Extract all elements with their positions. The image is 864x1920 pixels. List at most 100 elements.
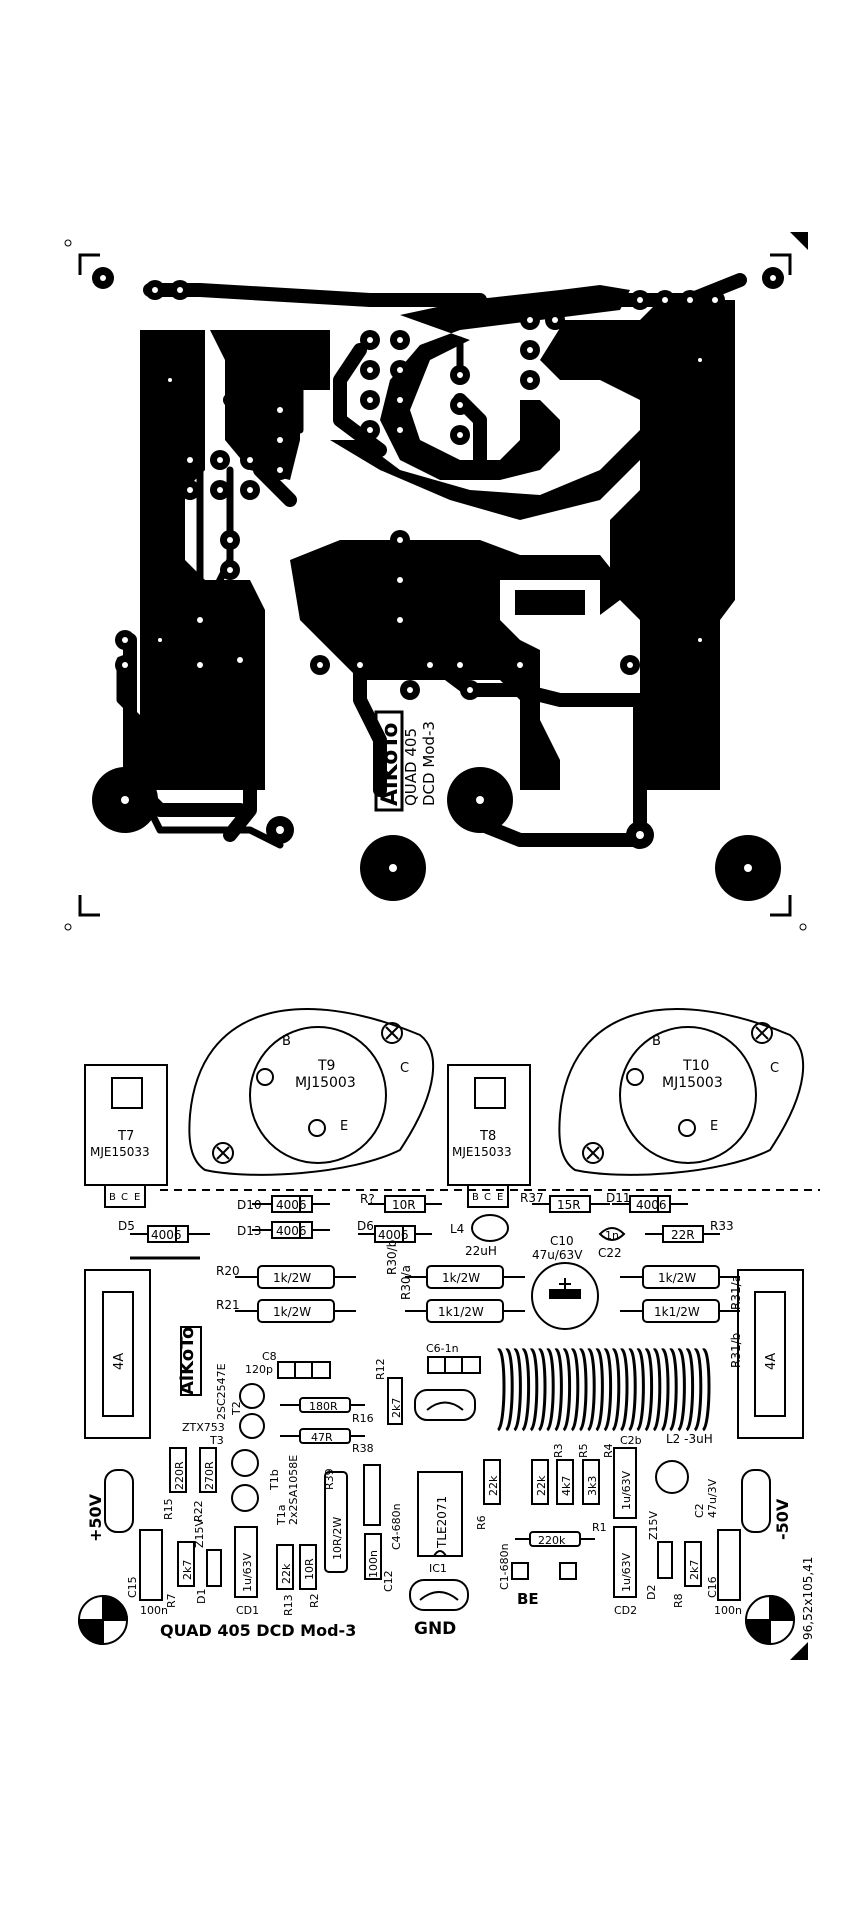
- zt-part: ZTX753: [182, 1421, 225, 1434]
- r7b-val: 2k7: [181, 1560, 194, 1580]
- r16-ref: R16: [352, 1412, 374, 1425]
- transistor-t8: [447, 1064, 531, 1208]
- r16-val: 180R: [309, 1400, 338, 1413]
- c15-val: 100n: [140, 1604, 168, 1617]
- c2b-ref: C2b: [620, 1434, 642, 1447]
- t10-c-label: C: [770, 1061, 779, 1076]
- d2-ref: D2: [645, 1585, 658, 1600]
- t9-b-label: B: [282, 1034, 291, 1049]
- r33-val: 22R: [671, 1228, 695, 1242]
- r20-ref: R20: [216, 1264, 240, 1278]
- transistor-t10: [558, 1008, 805, 1176]
- l2-ref: L2 -3uH: [666, 1432, 713, 1446]
- r13-val: 22k: [280, 1563, 293, 1584]
- t1b-ref: T1b: [268, 1469, 281, 1491]
- c10-val: 47u/63V: [532, 1248, 583, 1262]
- r15-ref: R15: [162, 1498, 175, 1520]
- t9-e-label: E: [340, 1119, 348, 1134]
- r4-ref: R4: [602, 1443, 615, 1458]
- t7-pin-c: C: [121, 1192, 128, 1203]
- r13-ref: R13: [282, 1594, 295, 1616]
- t10-name: T10: [682, 1058, 709, 1074]
- minus50-label: -50V: [773, 1498, 792, 1540]
- r5-ref: R5: [577, 1443, 590, 1458]
- r31a-val: 1k/2W: [658, 1271, 696, 1285]
- r39-val: 10R/2W: [331, 1517, 344, 1560]
- r3-ref: R3: [552, 1443, 565, 1458]
- t10-part: MJ15003: [662, 1075, 723, 1091]
- c8-ref: C8: [262, 1350, 277, 1363]
- silkscreen-layer: [77, 1008, 820, 1660]
- r8-val: 2k7: [688, 1560, 701, 1580]
- c15-ref: C15: [126, 1576, 139, 1598]
- r31b-val: 1k1/2W: [654, 1305, 700, 1319]
- r30b-ref: R30/b: [385, 1240, 399, 1275]
- c2b-val: 1u/63V: [620, 1470, 633, 1510]
- r12-val: 2k7: [390, 1398, 403, 1418]
- t10-e-label: E: [710, 1119, 718, 1134]
- c8-val: 120p: [245, 1363, 273, 1376]
- d5-val: 4006: [151, 1228, 182, 1242]
- c1-ref: C1-680n: [498, 1543, 511, 1590]
- d11-ref: D11: [606, 1191, 631, 1205]
- t8-pin-e: E: [497, 1192, 503, 1203]
- r6-ref: R6: [475, 1515, 488, 1530]
- r2-ref: R2: [308, 1593, 321, 1608]
- r30b-val: 1k1/2W: [438, 1305, 484, 1319]
- t1a-ref: T1a: [275, 1505, 288, 1526]
- z1-ref: Z15V: [193, 1518, 206, 1548]
- r5-val: 4k7: [560, 1476, 573, 1496]
- transistor-t9: [188, 1008, 435, 1176]
- r22-val: 270R: [203, 1461, 216, 1490]
- r38-ref: R38: [352, 1442, 374, 1455]
- r21-ref: R21: [216, 1298, 240, 1312]
- r37-val: 15R: [557, 1198, 581, 1212]
- r30a-val: 1k/2W: [442, 1271, 480, 1285]
- r33-ref: R33: [710, 1219, 734, 1233]
- t1-part: 2x2SA1058E: [287, 1455, 300, 1525]
- copper-product-label: QUAD 405: [402, 728, 420, 806]
- r31a-ref: R31/a: [729, 1275, 743, 1310]
- t8-name: T8: [479, 1129, 496, 1144]
- r7-val: 10R: [392, 1198, 416, 1212]
- c16-ref: C16: [706, 1576, 719, 1598]
- c2-val: 47u/3V: [706, 1478, 719, 1518]
- d10-val: 4006: [276, 1198, 307, 1212]
- d5-ref: D5: [118, 1219, 135, 1233]
- c16-val: 100n: [714, 1604, 742, 1617]
- c6-ref: C6-1n: [426, 1342, 459, 1355]
- copper-layer: AlKoTo QUAD 405 DCD Mod-3: [64, 232, 808, 931]
- r12-ref: R12: [374, 1358, 387, 1380]
- z2-ref: Z15V: [647, 1510, 660, 1540]
- c22-ref: C22: [598, 1246, 622, 1260]
- r2-val: 10R: [303, 1558, 316, 1580]
- fuse-2-label: 4A: [764, 1353, 779, 1370]
- t7-part: MJE15033: [90, 1145, 150, 1159]
- d11-val: 4006: [636, 1198, 667, 1212]
- cd1-val: 1u/63V: [241, 1552, 254, 1592]
- be-label: BE: [517, 1590, 539, 1608]
- r8-ref: R8: [672, 1593, 685, 1608]
- cd2-val: 1u/63V: [620, 1552, 633, 1592]
- t9-c-label: C: [400, 1061, 409, 1076]
- r30a-ref: R30/a: [399, 1265, 413, 1300]
- r38-val: 47R: [311, 1431, 333, 1444]
- silk-logo: AlKoTo: [177, 1327, 198, 1395]
- cd1-ref: CD1: [236, 1604, 259, 1617]
- r15-val: 220R: [173, 1461, 186, 1490]
- r37-ref: R37: [520, 1191, 544, 1205]
- r21-val: 1k/2W: [273, 1305, 311, 1319]
- t8-pin-c: C: [484, 1192, 491, 1203]
- cd2-ref: CD2: [614, 1604, 637, 1617]
- silkscreen-text: B C E T9 MJ15003 B C E T10 MJ15003 T7 MJ…: [86, 1034, 815, 1640]
- board-dimensions: 96,52x105,41: [801, 1557, 815, 1640]
- r1-val: 220k: [538, 1534, 566, 1547]
- r20-val: 1k/2W: [273, 1271, 311, 1285]
- t7-pin-e: E: [134, 1192, 140, 1203]
- inductor-l2: [496, 1348, 711, 1432]
- copper-logo: AlKoTo: [378, 722, 403, 806]
- c10-ref: C10: [550, 1234, 574, 1248]
- plus50-label: +50V: [86, 1493, 105, 1542]
- r22-ref: R22: [192, 1500, 205, 1522]
